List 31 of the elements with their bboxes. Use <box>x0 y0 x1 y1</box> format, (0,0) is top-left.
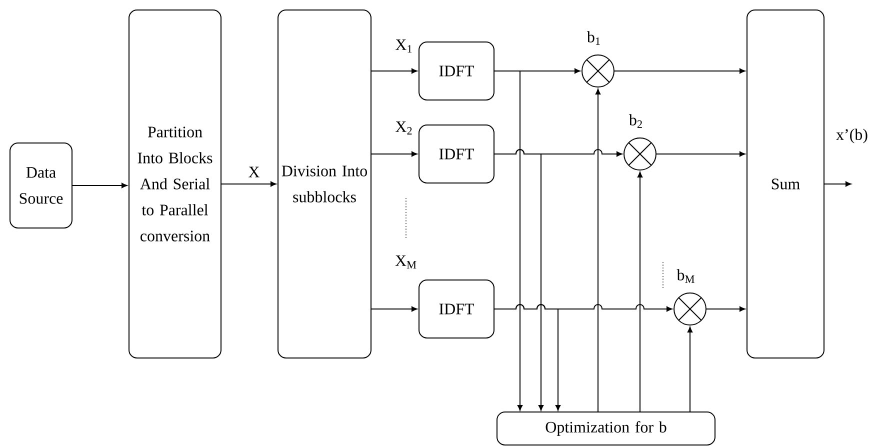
edge-label: x’(b) <box>835 128 869 144</box>
arrow <box>371 151 418 157</box>
optimization-box: Optimization for b <box>496 412 716 446</box>
arrow <box>494 304 561 411</box>
arrow <box>637 172 643 412</box>
coefficient-label: b$_{2}$ <box>628 114 642 128</box>
edge-label: X$_{1}$ <box>394 38 414 54</box>
arrow <box>687 326 693 412</box>
arrow <box>824 181 852 187</box>
arrow <box>494 70 523 411</box>
arrow <box>371 68 418 74</box>
arrow <box>595 88 601 412</box>
arrow <box>614 68 746 74</box>
arrow <box>72 182 128 188</box>
idft-box: IDFT <box>418 42 494 100</box>
arrow <box>706 306 746 312</box>
process-box: Division Into subblocks <box>278 10 372 358</box>
coefficient-label: b$_{1}$ <box>586 31 600 45</box>
idft-box: IDFT <box>418 124 494 184</box>
arrow <box>494 149 544 411</box>
process-box: Partition Into Blocks And Serial to Parallel conversion <box>128 10 222 358</box>
edge-label: X$_{M}$ <box>394 254 418 270</box>
edge-label: X$_{2}$ <box>394 120 414 136</box>
arrow <box>656 151 746 157</box>
coefficient-label: b$_{M}$ <box>676 269 694 283</box>
arrow <box>371 306 418 312</box>
arrow <box>221 181 276 187</box>
sum-box: Sum <box>746 10 824 358</box>
idft-box: IDFT <box>418 280 494 338</box>
edge-label: X <box>247 166 261 178</box>
source-box: Data Source <box>10 142 72 228</box>
